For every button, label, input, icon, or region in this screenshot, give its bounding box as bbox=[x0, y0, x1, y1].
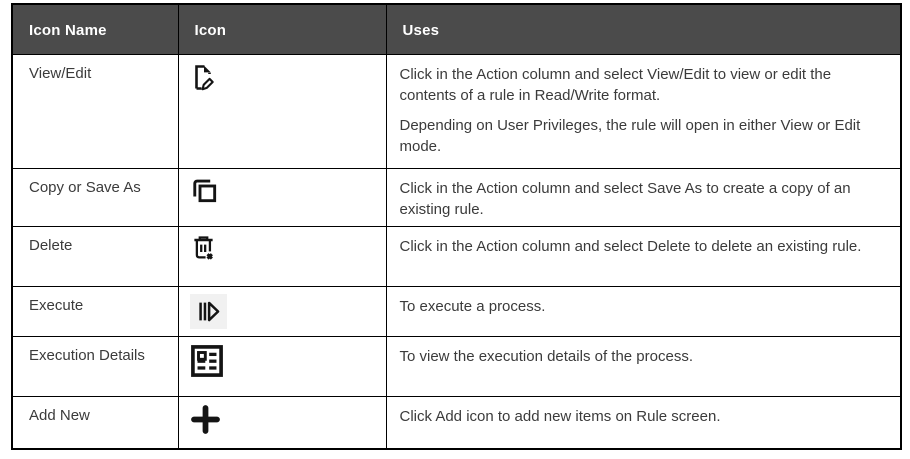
icon-cell bbox=[177, 395, 387, 450]
icons-reference-table: Icon Name Icon Uses View/Edit bbox=[11, 3, 902, 450]
uses-cell: To execute a process. bbox=[385, 285, 902, 337]
uses-cell: Click in the Action column and select Sa… bbox=[385, 167, 902, 227]
table-row-execution-details: Execution Details bbox=[11, 335, 902, 397]
view-edit-icon bbox=[190, 62, 218, 93]
column-header-uses: Uses bbox=[385, 3, 902, 55]
icon-name-label: View/Edit bbox=[29, 64, 92, 82]
icon-name-cell: Add New bbox=[11, 395, 179, 450]
uses-paragraph: To view the execution details of the pro… bbox=[399, 347, 694, 365]
icon-cell bbox=[177, 167, 387, 227]
icon-name-label: Add New bbox=[29, 406, 90, 424]
uses-paragraph: To execute a process. bbox=[399, 297, 546, 315]
icon-name-label: Copy or Save As bbox=[29, 178, 141, 196]
column-header-icon: Icon bbox=[177, 3, 387, 55]
icon-name-label: Execute bbox=[29, 296, 84, 314]
uses-cell: Click Add icon to add new items on Rule … bbox=[385, 395, 902, 450]
icon-name-label: Execution Details bbox=[29, 346, 145, 364]
table-header-row: Icon Name Icon Uses bbox=[11, 3, 902, 55]
table-row-delete: Delete Click in bbox=[11, 225, 902, 287]
uses-paragraph: Depending on User Privileges, the rule w… bbox=[399, 116, 861, 155]
table-row-copy: Copy or Save As Click in the Action colu… bbox=[11, 167, 902, 227]
table-row-view-edit: View/Edit Click in the Action column and… bbox=[11, 53, 902, 169]
uses-cell: Click in the Action column and select Vi… bbox=[385, 53, 902, 169]
icon-cell bbox=[177, 225, 387, 287]
icon-cell bbox=[177, 53, 387, 169]
icon-name-cell: Delete bbox=[11, 225, 179, 287]
execute-icon bbox=[196, 299, 221, 324]
icon-name-cell: Copy or Save As bbox=[11, 167, 179, 227]
uses-cell: To view the execution details of the pro… bbox=[385, 335, 902, 397]
uses-paragraph: Click in the Action column and select Vi… bbox=[399, 65, 832, 104]
delete-trash-icon bbox=[190, 234, 217, 263]
uses-paragraph: Click in the Action column and select Sa… bbox=[399, 179, 851, 218]
icon-name-label: Delete bbox=[29, 236, 73, 254]
icon-name-cell: Execute bbox=[11, 285, 179, 337]
column-header-icon-name: Icon Name bbox=[11, 3, 179, 55]
icon-cell bbox=[177, 285, 387, 337]
table-row-add-new: Add New Click Add icon to add new items … bbox=[11, 395, 902, 450]
add-plus-icon bbox=[190, 404, 221, 435]
copy-icon bbox=[190, 176, 220, 206]
uses-paragraph: Click Add icon to add new items on Rule … bbox=[399, 407, 721, 425]
icon-name-cell: View/Edit bbox=[11, 53, 179, 169]
icon-cell bbox=[177, 335, 387, 397]
table-row-execute: Execute To execute a process. bbox=[11, 285, 902, 337]
icon-name-cell: Execution Details bbox=[11, 335, 179, 397]
execute-icon-chip bbox=[189, 293, 227, 329]
uses-cell: Click in the Action column and select De… bbox=[385, 225, 902, 287]
execution-details-icon bbox=[190, 344, 224, 378]
uses-paragraph: Click in the Action column and select De… bbox=[399, 237, 862, 255]
